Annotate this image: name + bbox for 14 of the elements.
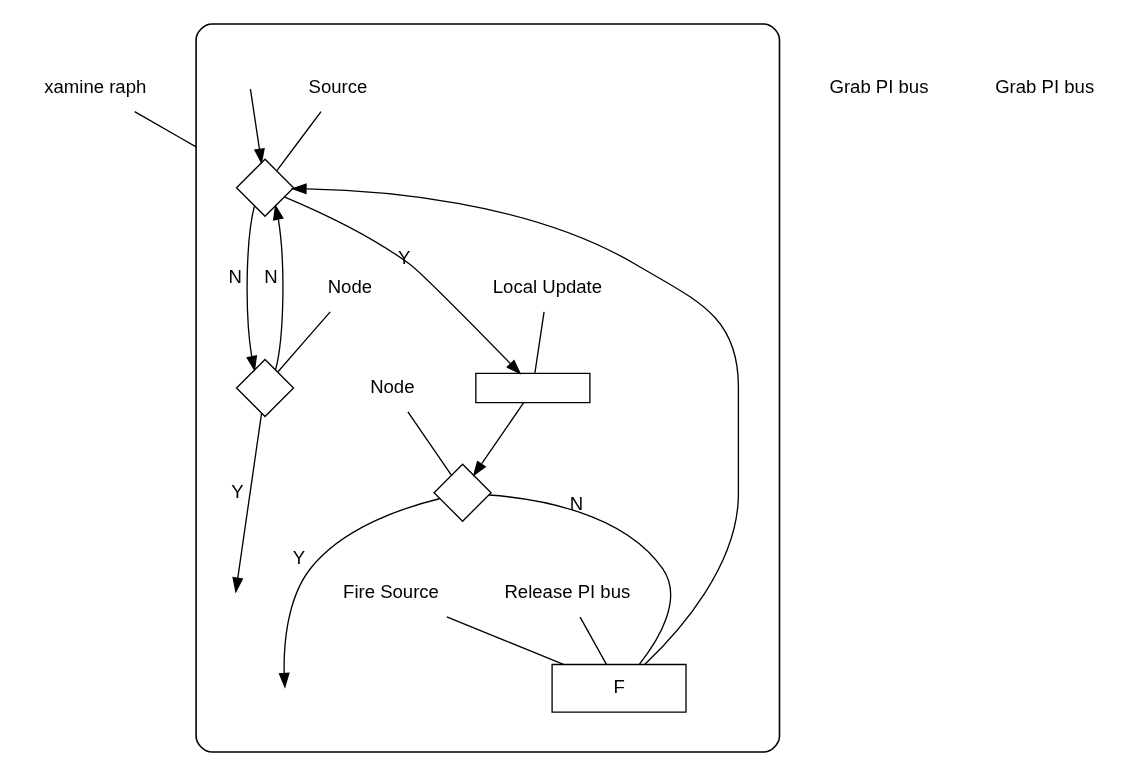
edge-label: Y xyxy=(292,546,305,568)
edge-label: N xyxy=(263,265,278,287)
node-text: Node xyxy=(369,375,414,397)
node-text: Source xyxy=(308,75,367,97)
edge-label: N xyxy=(569,493,583,515)
edge-label: Y xyxy=(230,480,244,502)
node-text: Release PI bus xyxy=(503,580,630,602)
label: Grab PI bus xyxy=(828,75,928,97)
edge-label: N xyxy=(227,265,242,287)
node-text: Local Update xyxy=(492,275,602,297)
node-text: Fire Source xyxy=(342,580,439,602)
node-text: Node xyxy=(327,275,372,297)
node-text: xamine raph xyxy=(43,75,146,97)
label: Grab PI bus xyxy=(994,75,1094,97)
